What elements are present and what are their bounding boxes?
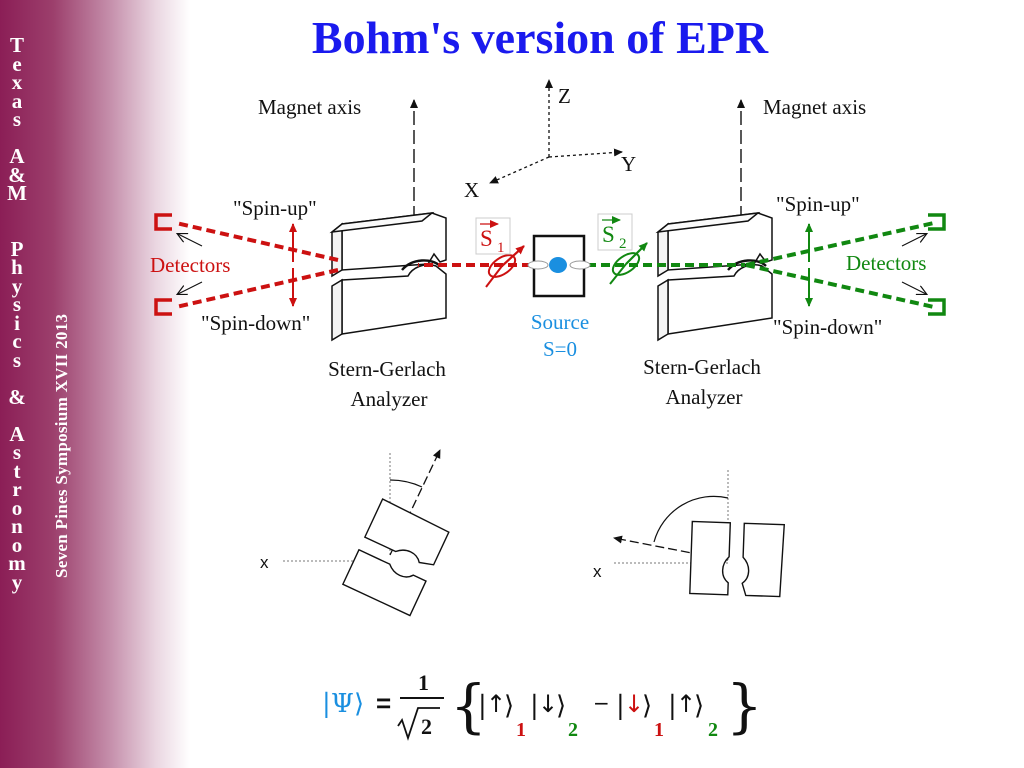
source-spin-label: S=0 [543, 337, 577, 361]
rotated-left-x-label: x [260, 553, 269, 572]
ket-down-2-sub: 2 [568, 719, 578, 741]
left-spin-tail [485, 265, 503, 288]
right-stern-gerlach-magnet [655, 211, 773, 342]
psi-symbol: Ψ [331, 689, 354, 719]
right-particle: S 2 [597, 213, 648, 285]
ket-up-2: ↑ [676, 690, 696, 718]
svg-text:}: } [726, 672, 763, 740]
left-spin-up-label: "Spin-up" [233, 196, 317, 220]
coordinate-axes: Z Y X [464, 79, 636, 202]
left-detector-up [154, 213, 172, 231]
slide-title: Bohm's version of EPR [311, 12, 769, 63]
right-magnet-axis-label: Magnet axis [763, 95, 866, 119]
right-beam [573, 221, 935, 309]
svg-text:⟩: ⟩ [642, 691, 652, 721]
left-spin-arrow [501, 245, 525, 267]
left-beam [175, 221, 545, 309]
right-spin-split: "Spin-up" "Spin-down" [773, 192, 882, 339]
left-spin-down-label: "Spin-down" [201, 311, 310, 335]
right-spin-down-label: "Spin-down" [773, 315, 882, 339]
institution-name: T e x a s A & M P h y s i c s & A s t r … [7, 33, 27, 594]
left-spin-split: "Spin-up" "Spin-down" [201, 196, 317, 335]
singlet-state-equation: | Ψ ⟩ = 1 2 { | ↑ ⟩ 1 | ↓ ⟩ 2 − | ↓ ⟩ 1 … [322, 670, 763, 741]
svg-text:|: | [478, 691, 487, 721]
left-spin-symbol: S [480, 226, 493, 251]
left-magnet-axis: Magnet axis [258, 95, 418, 258]
right-spin-tail [609, 263, 627, 285]
ket-down-1-sub: 1 [654, 719, 664, 741]
svg-text:=: = [376, 688, 391, 718]
right-analyzer-label-1: Stern-Gerlach [643, 355, 761, 379]
fraction-denominator: 2 [421, 714, 432, 739]
rotated-analyzer-left: x [260, 449, 450, 617]
left-particle: S 1 [475, 217, 525, 288]
ket-up-1: ↑ [486, 690, 506, 718]
left-spin-subscript: 1 [497, 240, 505, 256]
left-stern-gerlach-magnet [329, 211, 447, 342]
svg-text:|: | [668, 691, 677, 721]
sidebar-banner: T e x a s A & M P h y s i c s & A s t r … [0, 0, 190, 768]
right-detectors-label: Detectors [846, 251, 926, 275]
minus-sign: − [593, 691, 610, 715]
rotated-right-x-label: x [593, 562, 602, 581]
ket-down-2: ↓ [538, 690, 558, 718]
left-magnet-axis-label: Magnet axis [258, 95, 361, 119]
source-label: Source [531, 310, 589, 334]
left-detectors: Detectors [150, 213, 230, 316]
fraction-numerator: 1 [418, 670, 429, 695]
axis-x-label: X [464, 178, 479, 202]
ket-up-2-sub: 2 [708, 719, 718, 741]
right-spin-symbol: S [602, 222, 615, 247]
source: Source S=0 [531, 234, 589, 361]
svg-text:{: { [450, 672, 487, 740]
ket-up-1-sub: 1 [516, 719, 526, 741]
ket-down-1: ↓ [624, 690, 644, 718]
right-spin-up-label: "Spin-up" [776, 192, 860, 216]
left-detectors-label: Detectors [150, 253, 230, 277]
svg-text:|: | [616, 691, 625, 721]
svg-text:|: | [530, 691, 539, 721]
left-analyzer-label-1: Stern-Gerlach [328, 357, 446, 381]
right-analyzer-label-2: Analyzer [666, 385, 743, 409]
source-particle [549, 257, 567, 273]
left-analyzer-label-2: Analyzer [351, 387, 428, 411]
right-spin-subscript: 2 [619, 236, 627, 252]
svg-text:⟩: ⟩ [556, 691, 566, 721]
axis-y-label: Y [621, 152, 636, 176]
right-detectors: Detectors [846, 213, 946, 316]
right-detector-down [928, 298, 946, 316]
svg-text:⟩: ⟩ [694, 691, 704, 721]
svg-text:⟩: ⟩ [504, 691, 514, 721]
rotated-analyzer-right: x [593, 468, 786, 598]
axis-z-label: Z [558, 84, 571, 108]
svg-text:|: | [322, 689, 331, 719]
svg-text:⟩: ⟩ [354, 689, 364, 719]
right-detector-up [928, 213, 946, 231]
left-detector-down [154, 298, 172, 316]
right-spin-arrow [625, 242, 648, 265]
